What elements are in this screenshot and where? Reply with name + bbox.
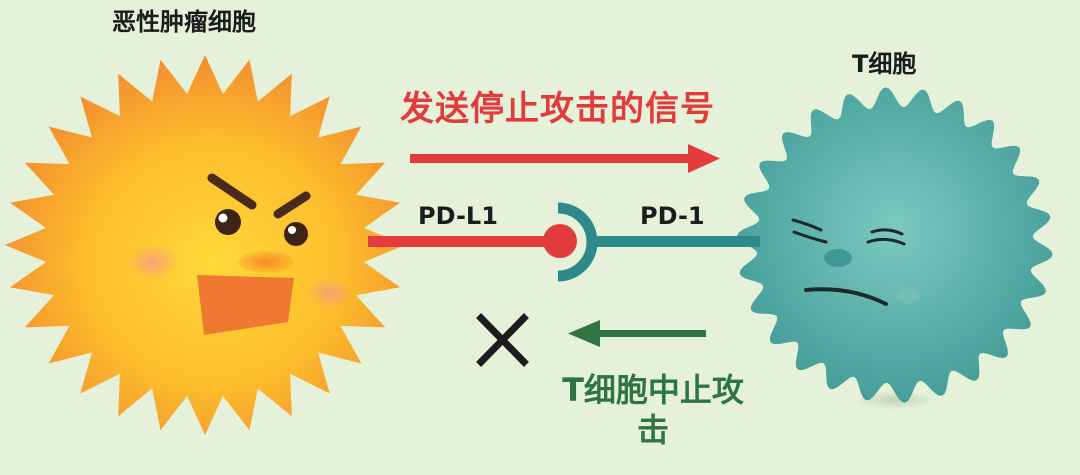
- tumor-nose: [238, 251, 294, 273]
- t-cell-left-eyebrow: [791, 218, 823, 232]
- tumor-mouth: [197, 275, 294, 335]
- t-cell-face: [791, 218, 920, 306]
- tumor-face: [127, 173, 352, 335]
- stop-attack-arrow: [568, 320, 706, 347]
- tumor-left-eye: [215, 209, 241, 235]
- t-cell-shadow: [855, 390, 935, 410]
- pd-l1-label: PD-L1: [418, 202, 498, 230]
- tumor-left-eyebrow: [207, 173, 257, 210]
- t-cell-left-eye: [792, 230, 828, 244]
- tumor-cell: [5, 55, 405, 435]
- signal-label: 发送停止攻击的信号: [400, 89, 715, 129]
- t-cell-label: T细胞: [852, 50, 917, 78]
- tumor-cell-label: 恶性肿瘤细胞: [112, 8, 256, 36]
- t-cell-blush: [896, 288, 920, 304]
- tumor-left-blush: [127, 244, 179, 280]
- pd-l1-ligand: [368, 224, 577, 258]
- tumor-right-blush: [308, 278, 352, 308]
- t-cell-stop-attack-label: T细胞中止攻击: [562, 371, 744, 449]
- tumor-right-eye: [284, 222, 308, 246]
- t-cell: [737, 87, 1053, 403]
- pd-1-receptor: [557, 202, 760, 282]
- tumor-right-eyebrow: [273, 191, 311, 219]
- t-cell-right-eyebrow: [870, 228, 904, 236]
- signal-arrow: [410, 144, 720, 173]
- t-cell-mouth: [804, 287, 888, 306]
- t-cell-right-eye: [866, 237, 906, 246]
- cross-mark: [476, 313, 529, 367]
- t-cell-nose: [824, 249, 852, 267]
- pd-1-label: PD-1: [640, 202, 705, 230]
